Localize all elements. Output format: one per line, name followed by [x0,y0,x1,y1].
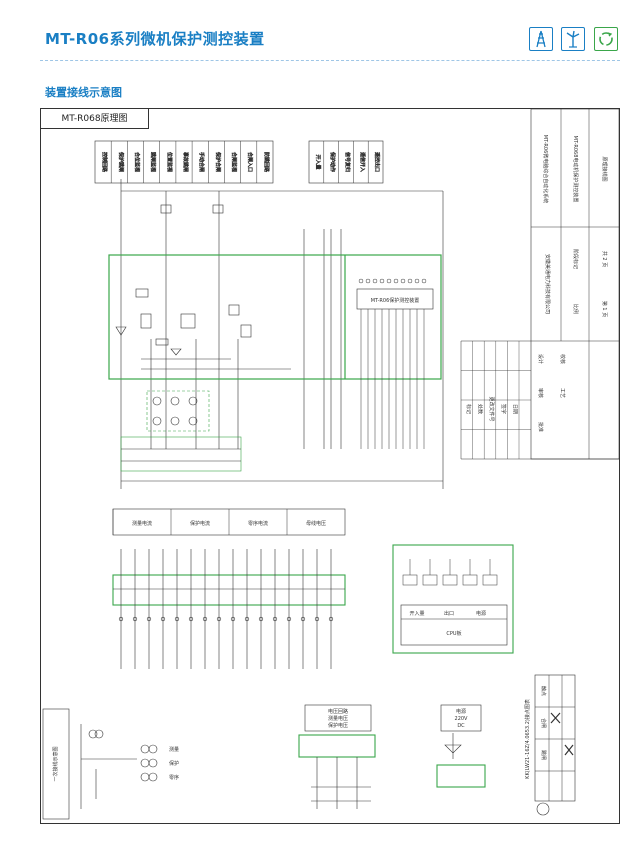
wiring-schematic: 控制回路保护跳闸合位监视跳闸监视位置监视事故跳闸手动合闸保护合闸合闸监视合闸入口… [42,109,619,820]
io-terminal-block: MT-R06保护测控装置 [356,278,434,449]
io-label: 出口 [444,610,454,617]
top-label-table-a: 控制回路 保护跳闸 合位监视 跳闸监视 位置监视 事故跳闸 手动合闸 保护合闸 合闸监视 合闸入口… [94,140,274,184]
top-label-b: 遥控出口 [374,152,381,172]
io-label: 开入量 [409,610,424,617]
drawing-tab-label: MT-R068原理图 [41,109,149,129]
device-name: MT-R068电动机保护测控装置 [572,136,579,203]
role-label: 校核 [559,354,566,364]
top-label-a: 位置监视 [166,152,173,172]
terminal-strip [120,390,242,472]
top-label-a: 保护跳闸 [117,152,124,172]
revision-header: 签字 [500,404,507,414]
company-name: 安徽美通电力科技有限公司 [544,254,551,314]
secondary-label: 测量电流 [132,520,152,527]
top-label-a: 防跳回路 [263,152,270,172]
voltage-label: 测量电压 [328,715,348,722]
page-title: MT-R06系列微机保护测控装置 [45,30,265,48]
top-label-b: 遥信开入 [359,152,366,172]
switch-table-row: 跳闸 [540,750,547,760]
io-label: 电源 [476,610,486,617]
scale-label: 比例 [572,304,579,314]
project-name: MT-R06微电脑综合自动化系统 [542,135,549,204]
dc-label: 220V [455,716,469,722]
primary-sketch-label: 一次接线示意图 [52,746,59,781]
wind-turbine-icon [561,27,585,51]
top-label-b: 保护动作 [329,152,336,172]
section-title: 装置接线示意图 [45,86,122,99]
switch-table-label: KK(LW21-16Z/4.0653.2)接点图表 [524,699,531,779]
meter-label: 测量 [169,746,179,753]
drawing-name: 原理接线图 [601,156,608,181]
role-label: 审核 [537,388,544,398]
top-label-a: 事故跳闸 [182,152,189,172]
secondary-label: 保护电流 [190,520,210,527]
control-bus-lines [120,179,444,489]
top-label-a: 手动合闸 [198,152,205,172]
secondary-label: 零序电流 [248,520,268,527]
switch-table-row: 合闸 [540,718,547,728]
revision-header: 标记 [465,404,472,414]
recycle-icon [594,27,618,51]
role-label: 设计 [537,354,544,364]
role-label: 批准 [537,422,544,432]
voltage-label: 保护电压 [328,722,348,729]
top-label-a: 跳闸监视 [150,152,157,172]
cpu-label: CPU板 [446,630,461,637]
secondary-circuits [112,549,346,669]
role-label: 工艺 [559,388,565,398]
top-label-table-b: 开入量 保护动作 信号复归 遥信开入 遥控出口 [308,140,384,184]
top-label-a: 合位监视 [133,152,140,172]
tower-icon [529,27,553,51]
top-label-a: 合闸监视 [231,152,238,172]
dc-label: 电源 [456,708,466,715]
revision-header: 日期 [511,404,517,414]
relay-components [115,204,291,370]
sheet-index: 第 1 页 [601,301,608,317]
device-frame [108,254,442,380]
top-label-b: 信号复归 [344,152,351,172]
wiring-drawing-sheet: MT-R068原理图 控制回路保护跳闸合位监视跳闸监视位置监视事故跳闸手动合闸保… [40,108,620,824]
revision-header: 处数 [477,404,484,414]
center-device-label: MT-R06保护测控装置 [371,297,420,304]
title-block: MT-R06微电脑综合自动化系统 MT-R068电动机保护测控装置 原理接线图 … [460,109,619,460]
top-label-a: 保护合闸 [214,152,221,172]
meter-label: 零序 [169,774,179,781]
voltage-label: 电压回路 [328,708,348,715]
header-divider [40,60,620,61]
top-label-b: 开入量 [314,154,321,169]
cpu-board: CPU板 开入量 出口 电源 [392,544,514,654]
dc-label: DC [457,723,465,729]
stage-label: 阶段标记 [572,249,579,269]
top-label-a: 合闸入口 [247,152,254,172]
secondary-label-tables: 测量电流 保护电流 零序电流 母线电压 [112,508,346,536]
page-header: MT-R06系列微机保护测控装置 [0,0,640,64]
secondary-label: 母线电压 [306,520,326,527]
meter-label: 保护 [169,760,179,767]
revision-header: 更改文件号 [488,396,495,421]
switch-table-row: 触点 [540,686,547,696]
sheet-total: 共 2 页 [601,251,608,267]
top-label-a: 控制回路 [101,152,108,172]
